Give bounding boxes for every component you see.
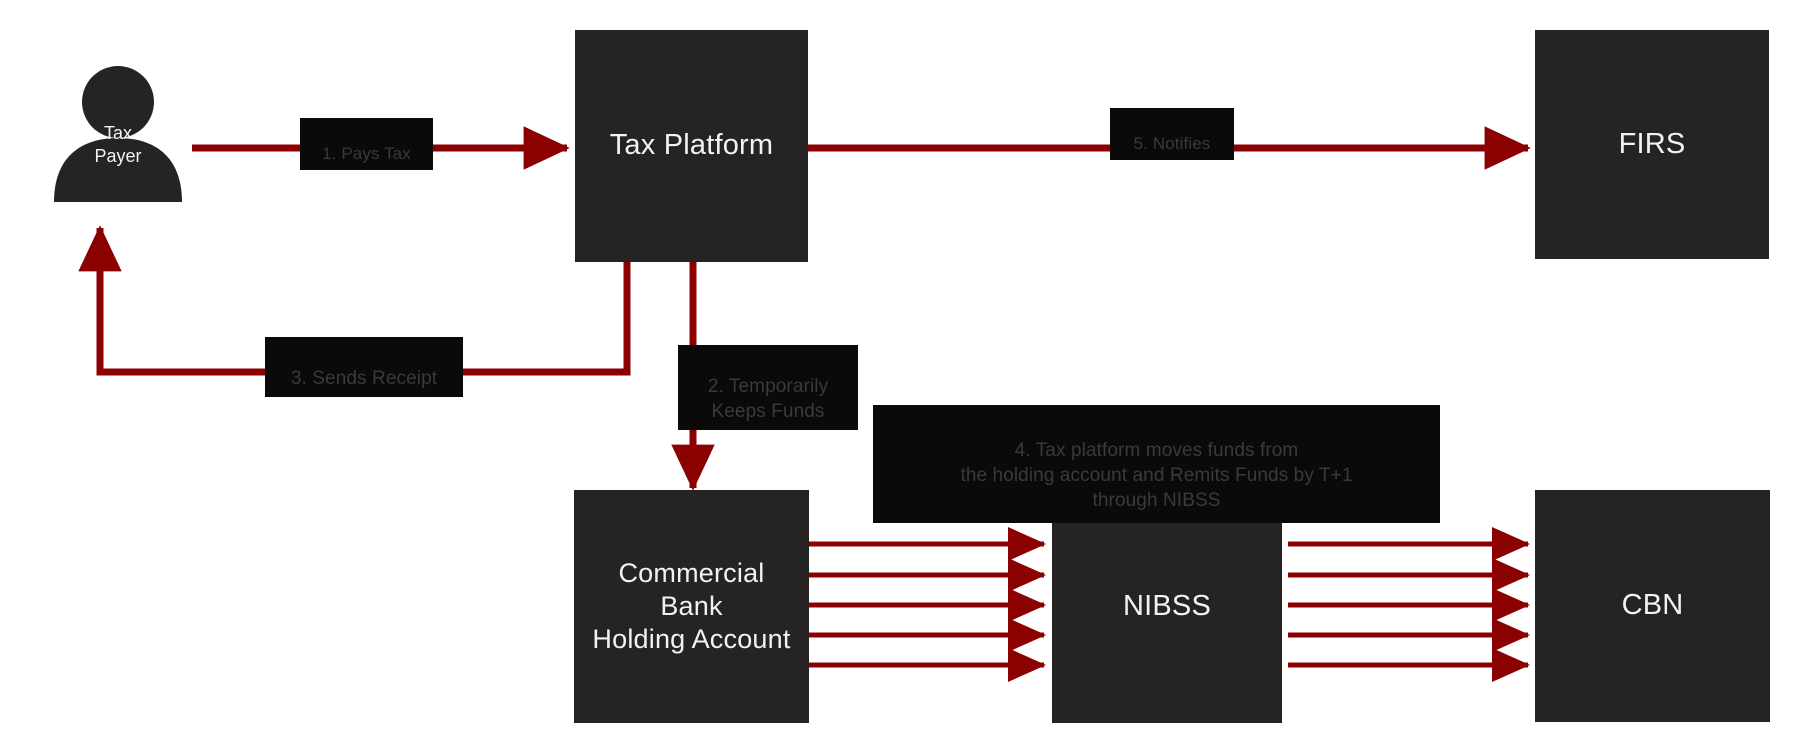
edge-label-step4: 4. Tax platform moves funds from the hol… xyxy=(873,405,1440,524)
edge-label-step5-text: 5. Notifies xyxy=(1133,134,1211,154)
edge-label-step2-text: 2. Temporarily Keeps Funds xyxy=(707,376,829,423)
node-nibss[interactable]: NIBSS xyxy=(1052,490,1282,723)
edge-label-step3: 3. Sends Receipt xyxy=(265,337,463,398)
node-firs-label: FIRS xyxy=(1618,127,1686,160)
node-commercial-bank-label: Commercial Bank Holding Account xyxy=(592,558,791,654)
node-cbn-label: CBN xyxy=(1621,589,1684,622)
node-tax-platform-label: Tax Platform xyxy=(609,129,774,162)
node-nibss-label: NIBSS xyxy=(1122,589,1212,622)
edge-label-step3-text: 3. Sends Receipt xyxy=(290,368,438,390)
node-tax-platform[interactable]: Tax Platform xyxy=(575,30,808,262)
person-icon xyxy=(54,66,182,202)
node-firs[interactable]: FIRS xyxy=(1535,30,1769,259)
edge-label-step1-text: 1. Pays Tax xyxy=(322,144,411,164)
node-taxpayer[interactable]: Tax Payer xyxy=(48,62,188,202)
edge-label-step4-text: 4. Tax platform moves funds from the hol… xyxy=(960,440,1353,512)
edge-label-step2: 2. Temporarily Keeps Funds xyxy=(678,345,858,431)
edge-label-step1: 1. Pays Tax xyxy=(300,118,433,170)
node-cbn[interactable]: CBN xyxy=(1535,490,1770,722)
node-commercial-bank[interactable]: Commercial Bank Holding Account xyxy=(574,490,809,723)
edge-label-step5: 5. Notifies xyxy=(1110,108,1234,160)
